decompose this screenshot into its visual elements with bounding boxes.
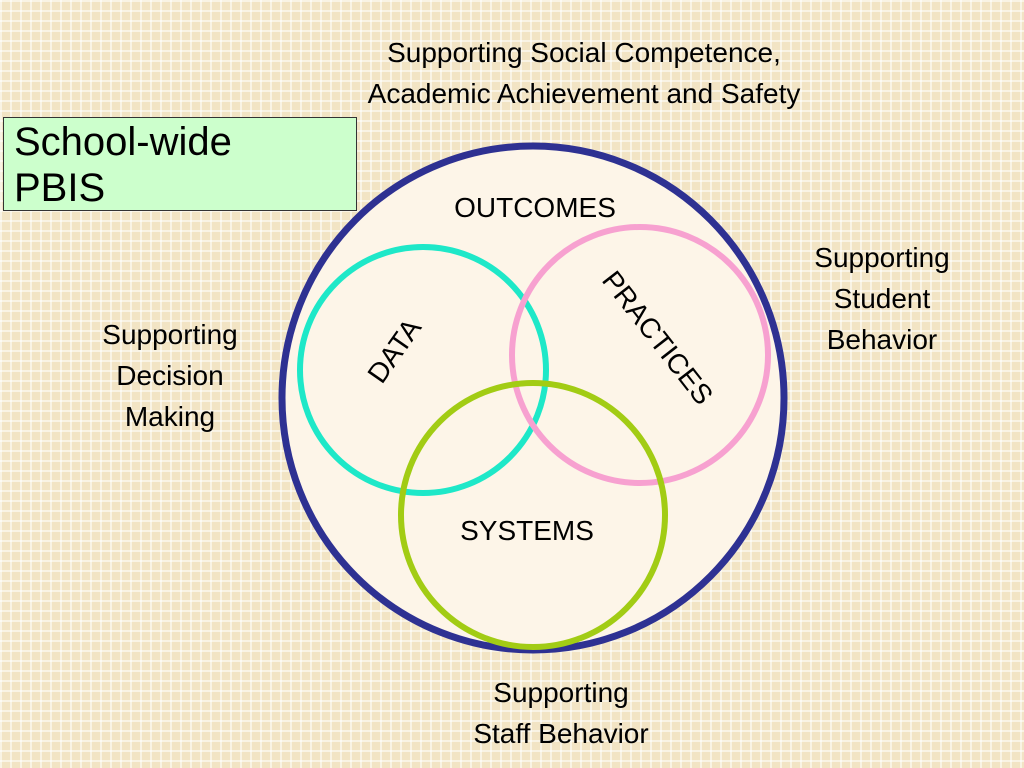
left-caption-line-2: Decision [116, 360, 224, 391]
systems-circle [398, 380, 668, 650]
bottom-caption: Supporting Staff Behavior [431, 672, 691, 754]
bottom-caption-line-2: Staff Behavior [473, 718, 649, 749]
slide-title-line-2: PBIS [14, 166, 106, 210]
slide-title-line-1: School-wide [14, 120, 232, 164]
outcomes-label: OUTCOMES [454, 192, 616, 223]
left-caption: Supporting Decision Making [70, 314, 270, 437]
top-caption: Supporting Social Competence, Academic A… [314, 32, 854, 114]
data-circle [297, 244, 549, 496]
right-caption-line-2: Student [833, 283, 931, 314]
right-caption-line-3: Behavior [826, 324, 938, 355]
top-caption-line-2: Academic Achievement and Safety [367, 78, 801, 109]
top-caption-line-1: Supporting Social Competence, [387, 37, 781, 68]
right-caption: Supporting Student Behavior [782, 237, 982, 360]
slide-title-box: School-wide PBIS [3, 117, 357, 211]
bottom-caption-line-1: Supporting [493, 677, 629, 708]
systems-label: SYSTEMS [460, 515, 594, 546]
practices-circle [509, 224, 771, 486]
left-caption-line-1: Supporting [102, 319, 238, 350]
left-caption-line-3: Making [124, 401, 216, 432]
right-caption-line-1: Supporting [814, 242, 950, 273]
